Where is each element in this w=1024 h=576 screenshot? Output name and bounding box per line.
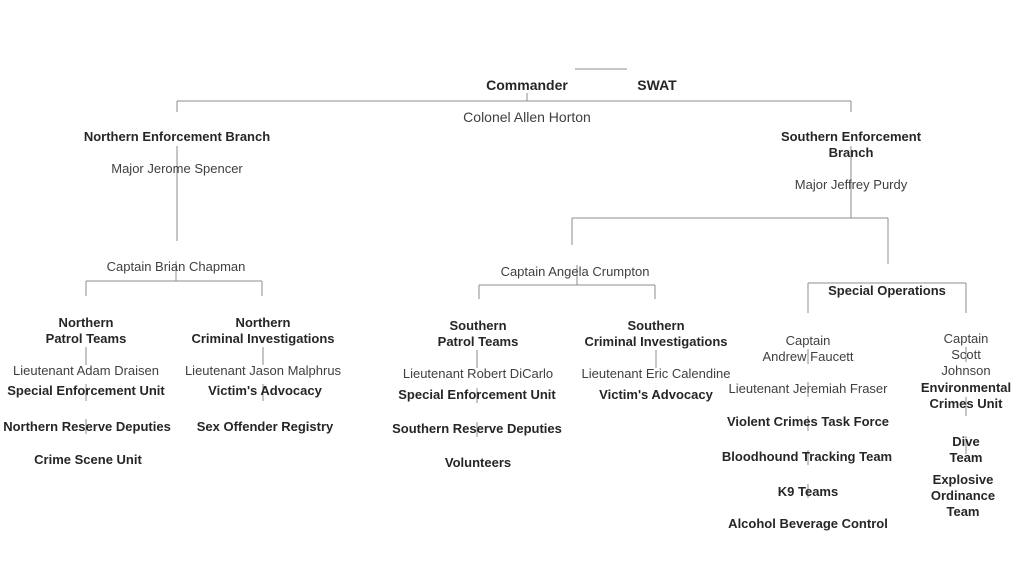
org-node-bloodhound-tracking-team: Bloodhound Tracking Team <box>722 433 892 481</box>
unit-title: Northern Reserve Deputies <box>3 419 171 434</box>
unit-title: Commander <box>486 77 568 93</box>
unit-title: Special Enforcement Unit <box>398 387 556 402</box>
unit-title: Southern Enforcement Branch <box>780 129 922 160</box>
unit-title: Northern Criminal Investigations <box>191 315 335 346</box>
org-node-sex-offender-registry: Sex Offender Registry <box>197 403 334 451</box>
org-node-special-operations: Special Operations <box>828 267 946 315</box>
unit-leader: Captain Angela Crumpton <box>500 264 650 279</box>
org-node-captain-angela-crumpton: Captain Angela Crumpton <box>501 248 650 296</box>
unit-title: Dive Team <box>949 434 983 465</box>
org-node-violent-crimes-task-force: Violent Crimes Task Force <box>727 398 889 446</box>
unit-leader: Lieutenant Adam Draisen <box>13 363 159 378</box>
org-node-southern-patrol-teams: Southern Patrol Teams Lieutenant Robert … <box>403 302 553 398</box>
org-node-volunteers: Volunteers <box>445 439 511 487</box>
unit-title: Volunteers <box>444 455 512 470</box>
unit-leader: Lieutenant Robert DiCarlo <box>402 366 554 381</box>
unit-title: K9 Teams <box>777 484 839 499</box>
unit-title: Special Operations <box>828 283 946 298</box>
org-node-southern-victims-advocacy: Victim's Advocacy <box>599 371 713 419</box>
org-node-lieutenant-jeremiah-fraser: Lieutenant Jeremiah Fraser <box>729 365 888 413</box>
unit-title: Northern Enforcement Branch <box>83 129 271 144</box>
org-node-southern-criminal-investigations: Southern Criminal Investigations Lieuten… <box>582 302 731 398</box>
org-node-northern-criminal-investigations: Northern Criminal Investigations Lieuten… <box>185 299 341 395</box>
unit-title: Bloodhound Tracking Team <box>721 449 893 464</box>
org-node-northern-special-enforcement-unit: Special Enforcement Unit <box>7 367 164 415</box>
org-node-explosive-ordinance-team: Explosive Ordinance Team <box>931 456 995 536</box>
unit-leader: Lieutenant Jason Malphrus <box>184 363 342 378</box>
unit-title: Southern Criminal Investigations <box>584 318 728 349</box>
org-node-k9-teams: K9 Teams <box>778 468 838 516</box>
org-node-southern-enforcement-branch: Southern Enforcement Branch Major Jeffre… <box>765 113 938 209</box>
unit-title: Violent Crimes Task Force <box>726 414 890 429</box>
org-node-environmental-crimes-unit: Environmental Crimes Unit <box>921 364 1011 428</box>
unit-title: Victim's Advocacy <box>208 383 322 398</box>
unit-leader: Major Jeffrey Purdy <box>794 177 908 192</box>
unit-title: Environmental Crimes Unit <box>920 380 1012 411</box>
org-node-crime-scene-unit: Crime Scene Unit <box>34 436 142 484</box>
unit-leader: Lieutenant Eric Calendine <box>581 366 731 381</box>
unit-title: Explosive Ordinance Team <box>930 472 996 519</box>
org-node-northern-victims-advocacy: Victim's Advocacy <box>208 367 322 415</box>
unit-leader: Colonel Allen Horton <box>463 109 591 125</box>
unit-leader: Captain Andrew Faucett <box>762 333 854 364</box>
org-node-northern-patrol-teams: Northern Patrol Teams Lieutenant Adam Dr… <box>13 299 159 395</box>
unit-title: Victim's Advocacy <box>599 387 713 402</box>
org-node-commander: Commander Colonel Allen Horton <box>463 61 591 141</box>
org-node-northern-reserve-deputies: Northern Reserve Deputies <box>3 403 171 451</box>
unit-title: SWAT <box>637 77 677 93</box>
unit-title: Sex Offender Registry <box>196 419 334 434</box>
org-node-dive-team: Dive Team <box>937 418 995 482</box>
org-node-northern-enforcement-branch: Northern Enforcement Branch Major Jerome… <box>84 113 270 193</box>
unit-leader: Major Jerome Spencer <box>111 161 243 176</box>
unit-title: Alcohol Beverage Control <box>728 516 888 531</box>
org-node-captain-andrew-faucett: Captain Andrew Faucett <box>762 317 853 381</box>
org-node-captain-scott-johnson: Captain Scott Johnson <box>937 315 995 395</box>
unit-leader: Captain Brian Chapman <box>106 259 246 274</box>
org-node-alcohol-beverage-control: Alcohol Beverage Control <box>728 500 888 548</box>
unit-leader: Lieutenant Jeremiah Fraser <box>728 381 888 396</box>
org-node-southern-reserve-deputies: Southern Reserve Deputies <box>392 405 562 453</box>
unit-title: Special Enforcement Unit <box>7 383 165 398</box>
unit-title: Southern Reserve Deputies <box>392 421 562 436</box>
unit-title: Crime Scene Unit <box>34 452 142 467</box>
org-node-swat: SWAT <box>637 61 676 109</box>
org-node-southern-special-enforcement-unit: Special Enforcement Unit <box>398 371 555 419</box>
unit-title: Northern Patrol Teams <box>45 315 127 346</box>
unit-title: Southern Patrol Teams <box>437 318 519 349</box>
unit-leader: Captain Scott Johnson <box>941 331 991 378</box>
org-node-captain-brian-chapman: Captain Brian Chapman <box>107 243 246 291</box>
